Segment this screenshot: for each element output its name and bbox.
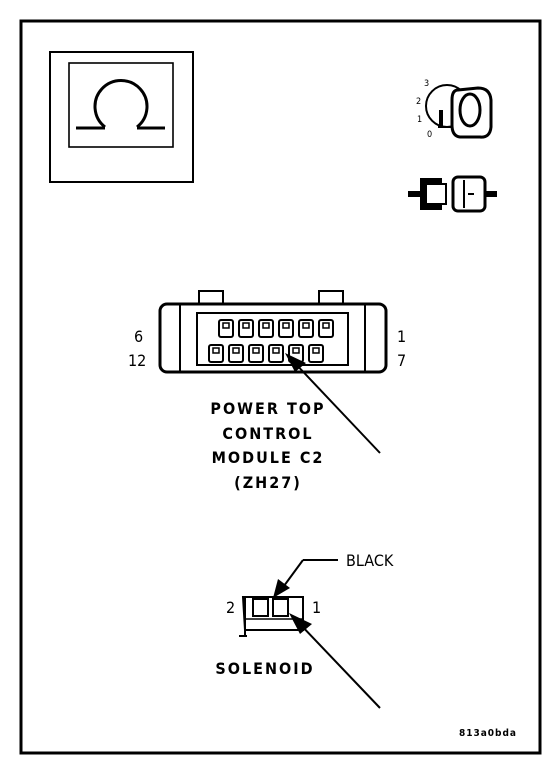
ignition-position-1: 1 xyxy=(417,115,422,125)
module-c2-connector xyxy=(158,290,388,374)
ignition-key-icon: 3 2 1 0 xyxy=(416,79,493,140)
disconnected-connector-icon xyxy=(408,175,497,213)
module-cavity xyxy=(268,344,284,363)
module-cavity xyxy=(228,344,244,363)
module-cavity xyxy=(218,319,234,338)
module-cavity xyxy=(308,344,324,363)
module-cavity xyxy=(278,319,294,338)
figure-code: 813a0bda xyxy=(459,728,517,739)
module-pin-6-label: 6 xyxy=(134,327,143,346)
module-label-line1: POWER TOP xyxy=(210,399,325,418)
module-pin-12-label: 12 xyxy=(128,351,146,370)
diagram-border xyxy=(19,19,542,755)
ignition-position-2: 2 xyxy=(416,97,421,107)
solenoid-cavity-1 xyxy=(272,598,289,617)
module-cavity xyxy=(318,319,334,338)
module-pin-7-label: 7 xyxy=(397,351,406,370)
module-label-line2: CONTROL xyxy=(222,424,313,443)
module-label: POWER TOP CONTROL MODULE C2 (ZH27) xyxy=(210,399,325,492)
module-cavity xyxy=(248,344,264,363)
solenoid-color-label: BLACK xyxy=(346,551,394,570)
module-pointer-arrow xyxy=(285,353,381,454)
ignition-position-3: 3 xyxy=(424,79,429,89)
module-pin-1-label: 1 xyxy=(397,327,406,346)
ignition-position-0: 0 xyxy=(427,130,432,140)
module-label-line3: MODULE C2 xyxy=(212,448,325,467)
ohmmeter-icon xyxy=(49,51,194,183)
solenoid-pin-1-label: 1 xyxy=(312,598,321,617)
solenoid-pin-2-label: 2 xyxy=(226,598,235,617)
module-cavity-grid xyxy=(208,319,334,363)
module-cavity xyxy=(208,344,224,363)
solenoid-pointer-arrow xyxy=(289,613,381,709)
module-cavity xyxy=(238,319,254,338)
solenoid-name-label: SOLENOID xyxy=(215,659,314,678)
solenoid-cavity-2 xyxy=(252,598,269,617)
black-leader-arrow xyxy=(273,559,338,598)
module-cavity xyxy=(258,319,274,338)
module-cavity xyxy=(298,319,314,338)
module-label-line4: (ZH27) xyxy=(234,473,302,492)
